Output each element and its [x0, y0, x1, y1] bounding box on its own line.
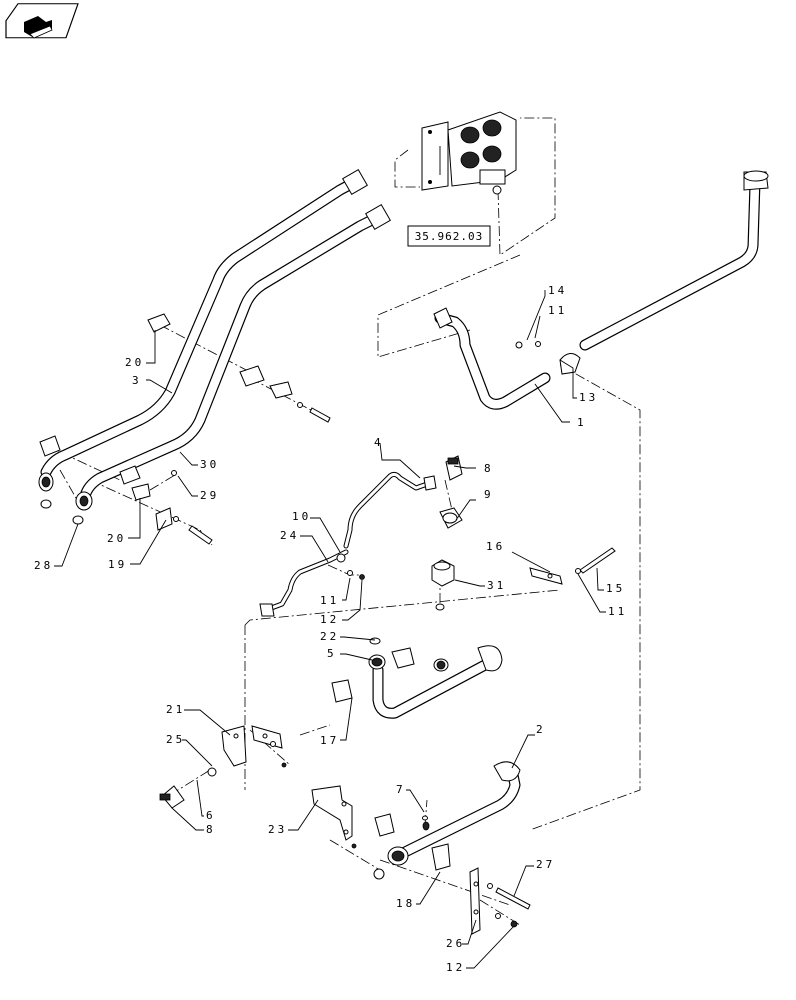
pipe-30: [75, 204, 391, 511]
callout-21[interactable]: 21: [166, 703, 185, 716]
pipe-1: [433, 307, 551, 410]
callout-4[interactable]: 4: [374, 436, 384, 449]
pipe-2: [373, 761, 521, 880]
callout-18[interactable]: 18: [396, 897, 415, 910]
callout-5[interactable]: 5: [327, 647, 337, 660]
pipe-4: [343, 471, 437, 549]
clamp-blocks: [39, 313, 293, 531]
bracket-23: [311, 785, 451, 871]
callout-12-bottom[interactable]: 12: [446, 961, 465, 974]
callout-28[interactable]: 28: [34, 559, 53, 572]
fitting-8-lower: [159, 785, 185, 809]
callout-2[interactable]: 2: [536, 723, 546, 736]
callout-14[interactable]: 14: [548, 284, 567, 297]
callout-24[interactable]: 24: [280, 529, 299, 542]
callout-15[interactable]: 15: [606, 582, 625, 595]
callout-11-right[interactable]: 11: [608, 605, 627, 618]
leader-lines: [54, 290, 606, 969]
callout-1[interactable]: 1: [577, 416, 587, 429]
callout-8-lower[interactable]: 8: [206, 823, 216, 836]
callout-20-lower[interactable]: 20: [107, 532, 126, 545]
fitting-8-upper: [445, 455, 463, 481]
pipe-5: [331, 637, 503, 719]
callout-labels: 1 2 3 4 5 6 7 8 8 9 10 11 11 11 12 12 13…: [34, 284, 627, 974]
callout-30[interactable]: 30: [200, 458, 219, 471]
callout-19[interactable]: 19: [108, 558, 127, 571]
callout-22[interactable]: 22: [320, 630, 339, 643]
callout-27[interactable]: 27: [536, 858, 555, 871]
bolts-upper: [40, 402, 331, 545]
reference-box[interactable]: 35.962.03: [407, 225, 491, 247]
callout-3[interactable]: 3: [132, 374, 142, 387]
callout-6[interactable]: 6: [206, 809, 216, 822]
pipe-24: [259, 549, 349, 617]
pipe-3: [38, 169, 368, 492]
pipe-long-right: [515, 170, 769, 375]
callout-17[interactable]: 17: [320, 734, 339, 747]
callout-11-mid[interactable]: 11: [320, 594, 339, 607]
callout-7[interactable]: 7: [396, 783, 406, 796]
reference-label: 35.962.03: [415, 230, 484, 243]
callout-29[interactable]: 29: [200, 489, 219, 502]
callout-8-upper[interactable]: 8: [484, 462, 494, 475]
bracket-26: [469, 867, 531, 935]
callout-26[interactable]: 26: [446, 937, 465, 950]
callout-13[interactable]: 13: [579, 391, 598, 404]
callout-12-mid[interactable]: 12: [320, 613, 339, 626]
callout-11-top[interactable]: 11: [548, 304, 567, 317]
nut-31: [431, 559, 455, 611]
callout-9[interactable]: 9: [484, 488, 494, 501]
bracket-21: [207, 725, 287, 777]
callout-23[interactable]: 23: [268, 823, 287, 836]
valve-assembly: [421, 111, 517, 195]
callout-20-upper[interactable]: 20: [125, 356, 144, 369]
callout-31[interactable]: 31: [487, 579, 506, 592]
callout-16[interactable]: 16: [486, 540, 505, 553]
callout-10[interactable]: 10: [292, 510, 311, 523]
callout-25[interactable]: 25: [166, 733, 185, 746]
bracket-16: [529, 547, 616, 585]
book-page-icon[interactable]: [5, 3, 79, 39]
fitting-9: [439, 507, 463, 529]
